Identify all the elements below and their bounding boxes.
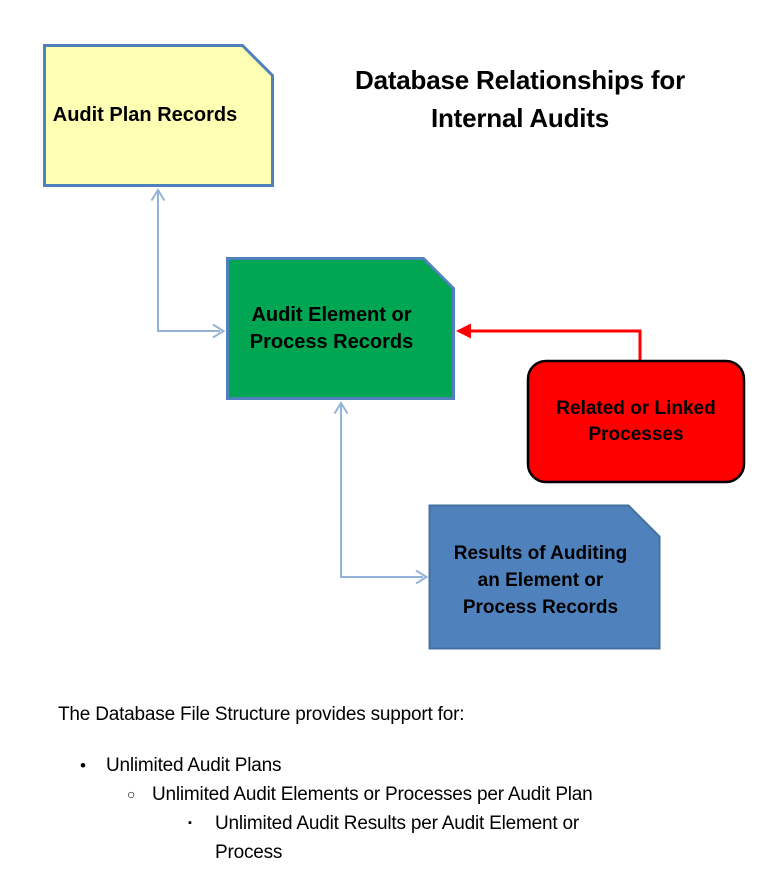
arrowhead-up-icon xyxy=(333,401,349,415)
bullet-circle-icon: ○ xyxy=(127,786,136,802)
diagram-title: Database Relationships for Internal Audi… xyxy=(355,65,685,133)
audit-plan-label: Audit Plan Records xyxy=(52,104,238,126)
connector-plan-element xyxy=(150,188,226,339)
arrowhead-right-icon xyxy=(415,569,429,585)
bullet-item-3: ▪ Unlimited Audit Results per Audit Elem… xyxy=(188,809,579,867)
connector-plan-element-line xyxy=(157,192,220,332)
bullet-item-3-text: Unlimited Audit Results per Audit Elemen… xyxy=(215,813,579,863)
audit-results-box xyxy=(428,504,661,650)
footer-intro-text: The Database File Structure provides sup… xyxy=(58,704,465,725)
arrowhead-left-icon xyxy=(456,323,471,339)
bullet-square-icon: ▪ xyxy=(188,817,192,829)
connector-related-element-line xyxy=(468,329,642,360)
audit-element-box xyxy=(226,257,455,400)
bullet-disc-icon: • xyxy=(80,756,86,775)
bullet-item-1-text: Unlimited Audit Plans xyxy=(106,755,282,776)
bullet-item-2: ○ Unlimited Audit Elements or Processes … xyxy=(127,780,593,809)
bullet-item-1: • Unlimited Audit Plans xyxy=(80,751,282,780)
related-processes-label: Related or Linked Processes xyxy=(556,397,716,445)
audit-plan-box xyxy=(43,44,274,187)
related-processes-box xyxy=(526,359,746,484)
connector-element-results-line xyxy=(340,405,423,578)
connector-related-element xyxy=(456,323,642,360)
audit-results-label: Results of Auditing an Element or Proces… xyxy=(453,542,628,618)
arrowhead-up-icon xyxy=(150,188,166,202)
bullet-item-2-text: Unlimited Audit Elements or Processes pe… xyxy=(152,784,593,805)
diagram-graphic xyxy=(43,44,746,650)
audit-element-label: Audit Element or Process Records xyxy=(249,303,414,353)
arrowhead-right-icon xyxy=(212,323,226,339)
connector-element-results xyxy=(333,401,429,585)
